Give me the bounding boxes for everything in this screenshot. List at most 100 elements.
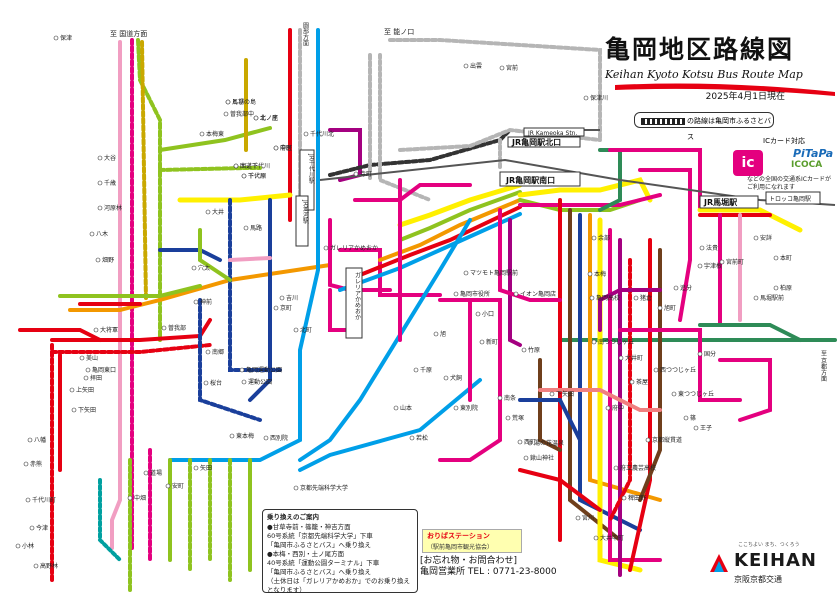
stop-marker[interactable] [393,405,399,411]
stop-marker[interactable] [263,435,269,441]
stop-marker[interactable] [165,483,171,489]
stop-marker[interactable] [273,145,279,151]
stop-marker[interactable] [653,367,659,373]
stop-marker[interactable] [199,131,205,137]
stop-marker[interactable] [583,95,589,101]
stop-marker[interactable] [191,265,197,271]
stop-marker[interactable] [253,115,259,121]
stop-marker[interactable] [475,311,481,317]
stop-marker[interactable] [225,99,231,105]
stop-marker[interactable] [193,299,199,305]
station-jr-kameoka-south[interactable] [499,171,581,187]
stop-marker[interactable] [513,291,519,297]
stop-marker[interactable] [633,295,639,301]
stop-marker[interactable] [517,439,523,445]
stop-marker[interactable] [127,495,133,501]
stop-marker[interactable] [229,433,235,439]
stop-marker[interactable] [629,379,635,385]
stop-marker[interactable] [233,163,239,169]
stop-marker[interactable] [85,367,91,373]
stop-marker[interactable] [753,235,759,241]
stop-marker[interactable] [505,415,511,421]
stop-marker[interactable] [239,367,245,373]
stop-marker[interactable] [433,331,439,337]
stop-marker[interactable] [97,180,103,186]
station-jr-namazu[interactable] [295,195,309,247]
stop-marker[interactable] [293,327,299,333]
stop-marker[interactable] [521,347,527,353]
stop-marker[interactable] [613,465,619,471]
station-torokko[interactable] [765,191,821,205]
stop-marker[interactable] [293,485,299,491]
stop-marker[interactable] [443,375,449,381]
stop-marker[interactable] [203,380,209,386]
stop-marker[interactable] [69,387,75,393]
stop-marker[interactable] [479,339,485,345]
stop-marker[interactable] [645,437,651,443]
stop-marker[interactable] [697,351,703,357]
stop-marker[interactable] [499,65,505,71]
stop-marker[interactable] [33,563,39,569]
stop-marker[interactable] [273,305,279,311]
stop-marker[interactable] [53,35,59,41]
stop-marker[interactable] [773,255,779,261]
stop-marker[interactable] [15,543,21,549]
stop-marker[interactable] [409,435,415,441]
stop-marker[interactable] [618,355,624,361]
stop-marker[interactable] [693,425,699,431]
stop-marker[interactable] [657,305,663,311]
station-garrasia[interactable] [345,267,363,339]
stop-marker[interactable] [773,285,779,291]
stop-marker[interactable] [753,295,759,301]
stop-marker[interactable] [223,111,229,117]
stop-marker[interactable] [243,225,249,231]
stop-marker[interactable] [453,291,459,297]
stop-marker[interactable] [593,535,599,541]
stop-marker[interactable] [497,395,503,401]
stop-marker[interactable] [591,235,597,241]
stop-marker[interactable] [353,171,359,177]
stop-marker[interactable] [193,465,199,471]
stop-marker[interactable] [523,455,529,461]
stop-marker[interactable] [463,270,469,276]
stop-marker[interactable] [303,131,309,137]
stop-marker[interactable] [697,263,703,269]
stop-marker[interactable] [453,405,459,411]
stop-marker[interactable] [527,440,533,446]
stop-marker[interactable] [83,375,89,381]
stop-marker[interactable] [549,391,555,397]
stop-marker[interactable] [97,155,103,161]
stop-marker[interactable] [719,259,725,265]
stop-marker[interactable] [621,495,627,501]
stop-marker[interactable] [27,437,33,443]
stop-marker[interactable] [89,231,95,237]
stop-marker[interactable] [93,327,99,333]
stop-marker[interactable] [29,525,35,531]
stop-marker[interactable] [463,63,469,69]
stop-marker[interactable] [589,295,595,301]
stop-marker[interactable] [699,245,705,251]
stop-marker[interactable] [591,339,597,345]
stop-marker[interactable] [279,295,285,301]
stop-marker[interactable] [241,173,247,179]
stop-marker[interactable] [205,209,211,215]
stop-marker[interactable] [25,497,31,503]
stop-marker[interactable] [413,367,419,373]
stop-marker[interactable] [673,285,679,291]
station-jr-kameoka-north[interactable] [507,136,581,148]
stop-marker[interactable] [683,415,689,421]
stop-marker[interactable] [671,391,677,397]
stop-marker[interactable] [241,379,247,385]
stop-marker[interactable] [143,470,149,476]
stop-marker[interactable] [205,349,211,355]
stop-marker[interactable] [97,205,103,211]
stop-marker[interactable] [23,461,29,467]
stop-marker[interactable] [575,515,581,521]
station-jr-umahori[interactable] [699,195,759,209]
stop-marker[interactable] [79,355,85,361]
stop-marker[interactable] [605,405,611,411]
stop-marker[interactable] [587,271,593,277]
stop-marker[interactable] [71,407,77,413]
stop-marker[interactable] [161,325,167,331]
stop-marker[interactable] [323,245,329,251]
